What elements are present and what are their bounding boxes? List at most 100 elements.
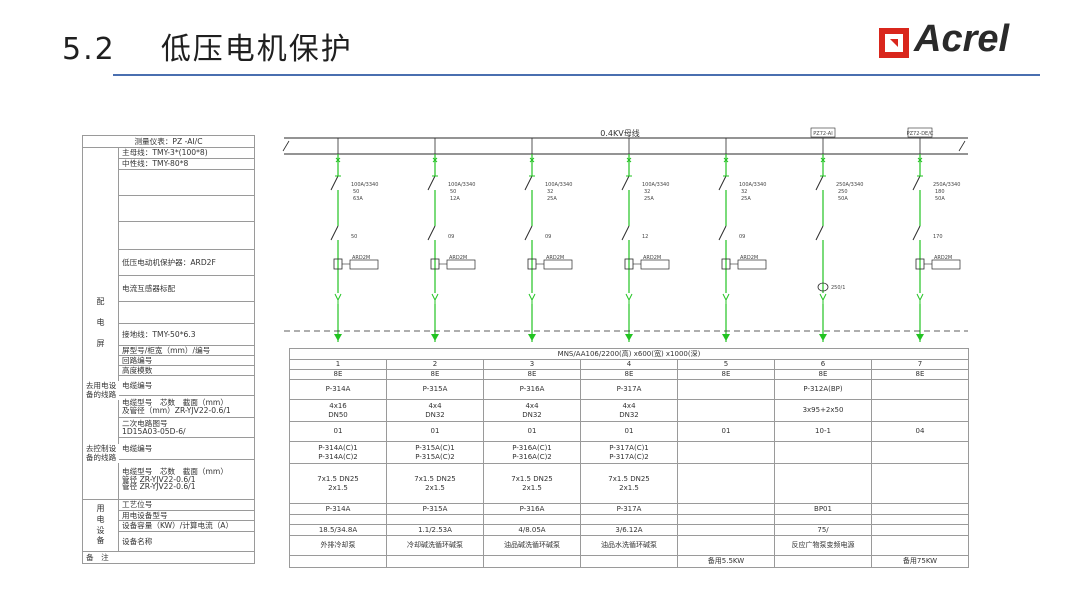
device-name-cell (677, 535, 775, 556)
isolator-mark (917, 157, 923, 163)
motor-protector-box (446, 259, 476, 270)
neutral-cell: 中性线：TMY-80*8 (118, 158, 255, 170)
device-model-cell (871, 514, 969, 525)
motor-protector-box (931, 259, 961, 270)
process-no-cell: P-315A (386, 503, 484, 515)
ctrl-cable-no-cell: 电缆编号 (118, 437, 255, 460)
capacity-cell (871, 524, 969, 536)
motor-protector-label: ARD2M (643, 255, 661, 261)
height-module-cell: 8E (386, 369, 484, 380)
output-fork (722, 293, 730, 304)
breaker-frame: 32 (547, 189, 553, 195)
contactor-label: 170 (933, 234, 943, 240)
output-fork (334, 293, 342, 304)
output-fork (528, 293, 536, 304)
breaker-rating: 250A/3340 (836, 182, 863, 188)
device-name-row: 外排冷却泵冷却碱洗循环碱泵油品碱洗循环碱泵油品水洗循环碱泵反应广物泵变频电源 (289, 535, 969, 556)
group-to-ctrl-label: 去控制设备的线路 (83, 444, 119, 463)
process-no-cell (871, 503, 969, 515)
bus-tag-box (810, 127, 836, 138)
breaker-trip: 50A (935, 196, 945, 202)
output-arrow-icon (819, 334, 827, 341)
busbar-label: 0.4KV母线 (600, 128, 639, 138)
ctrl-cable-no-cell (774, 441, 872, 464)
process-no-cell: BP01 (774, 503, 872, 515)
process-no-cell: P-316A (483, 503, 581, 515)
capacity-cell: 75/ (774, 524, 872, 536)
breaker-switch (718, 175, 727, 191)
ctrl-spec-cell (677, 463, 775, 504)
contactor-label: 09 (545, 234, 551, 240)
contactor-switch (912, 225, 921, 241)
output-arrow-icon (722, 334, 730, 341)
remark-cell (289, 555, 387, 568)
process-no-cell: P-317A (580, 503, 678, 515)
empty-cell (118, 221, 255, 250)
motor-protector-box (543, 259, 573, 270)
device-name-cell: 反应广物泵变频电源 (774, 535, 872, 556)
motor-protector-label: ARD2M (934, 255, 952, 261)
cabinet-spec-cell: MNS/AA106/2200(高) x600(宽) x1000(深) (289, 348, 969, 360)
motor-protector-box (737, 259, 767, 270)
breaker-rating: 100A/3340 (739, 182, 766, 188)
height-module-cell: 8E (677, 369, 775, 380)
device-model-cell: 用电设备型号 (118, 510, 255, 521)
circuit-no-cell: 5 (677, 359, 775, 370)
cable-spec-cell (871, 399, 969, 422)
device-model-cell (580, 514, 678, 525)
cable-no-cell (677, 379, 775, 400)
ct-cell: 电流互感器标配 (118, 275, 255, 302)
output-arrow-icon (625, 334, 633, 341)
breaker-switch (912, 175, 921, 191)
circuit-no-cell: 回路编号 (118, 355, 255, 366)
cabinet-spec-row: MNS/AA106/2200(高) x600(宽) x1000(深) (289, 348, 969, 360)
process-no-cell: P-314A (289, 503, 387, 515)
breaker-frame: 50 (450, 189, 456, 195)
cabinet-cell: 屏型号/柜宽（mm）/编号 (118, 345, 255, 356)
output-fork (916, 293, 924, 304)
cable-no-cell: P-317A (580, 379, 678, 400)
empty-cell (118, 301, 255, 324)
process-no-cell: 工艺位号 (118, 499, 255, 511)
cable-spec-cell: 3x95+2x50 (774, 399, 872, 422)
output-fork (625, 293, 633, 304)
device-model-cell (483, 514, 581, 525)
circuit-no-cell: 7 (871, 359, 969, 370)
remark-cell (386, 555, 484, 568)
circuit-no-cell: 2 (386, 359, 484, 370)
capacity-cell: 设备容量（KW）/计算电流（A） (118, 520, 255, 532)
cable-no-cell: 电缆编号 (118, 375, 255, 396)
device-model-row (289, 514, 969, 525)
remark-cell: 备用5.5KW (677, 555, 775, 568)
device-model-cell (386, 514, 484, 525)
contactor-label: 09 (739, 234, 745, 240)
device-name-cell: 油品碱洗循环碱泵 (483, 535, 581, 556)
breaker-switch (524, 175, 533, 191)
breaker-rating: 250A/3340 (933, 182, 960, 188)
capacity-cell (677, 524, 775, 536)
remark-cell: 备用75KW (871, 555, 969, 568)
page-title: 5.2 低压电机保护 (62, 24, 353, 68)
group-to-elec-label: 去用电设备的线路 (83, 381, 119, 400)
main-bus-cell: 主母线：TMY-3*(100*8) (118, 147, 255, 159)
motor-protector-label: ARD2M (546, 255, 564, 261)
contactor-switch (524, 225, 533, 241)
secondary-cell: 01 (677, 421, 775, 442)
breaker-frame: 250 (838, 189, 848, 195)
bus-tag-box (907, 127, 933, 138)
secondary-cell: 10-1 (774, 421, 872, 442)
